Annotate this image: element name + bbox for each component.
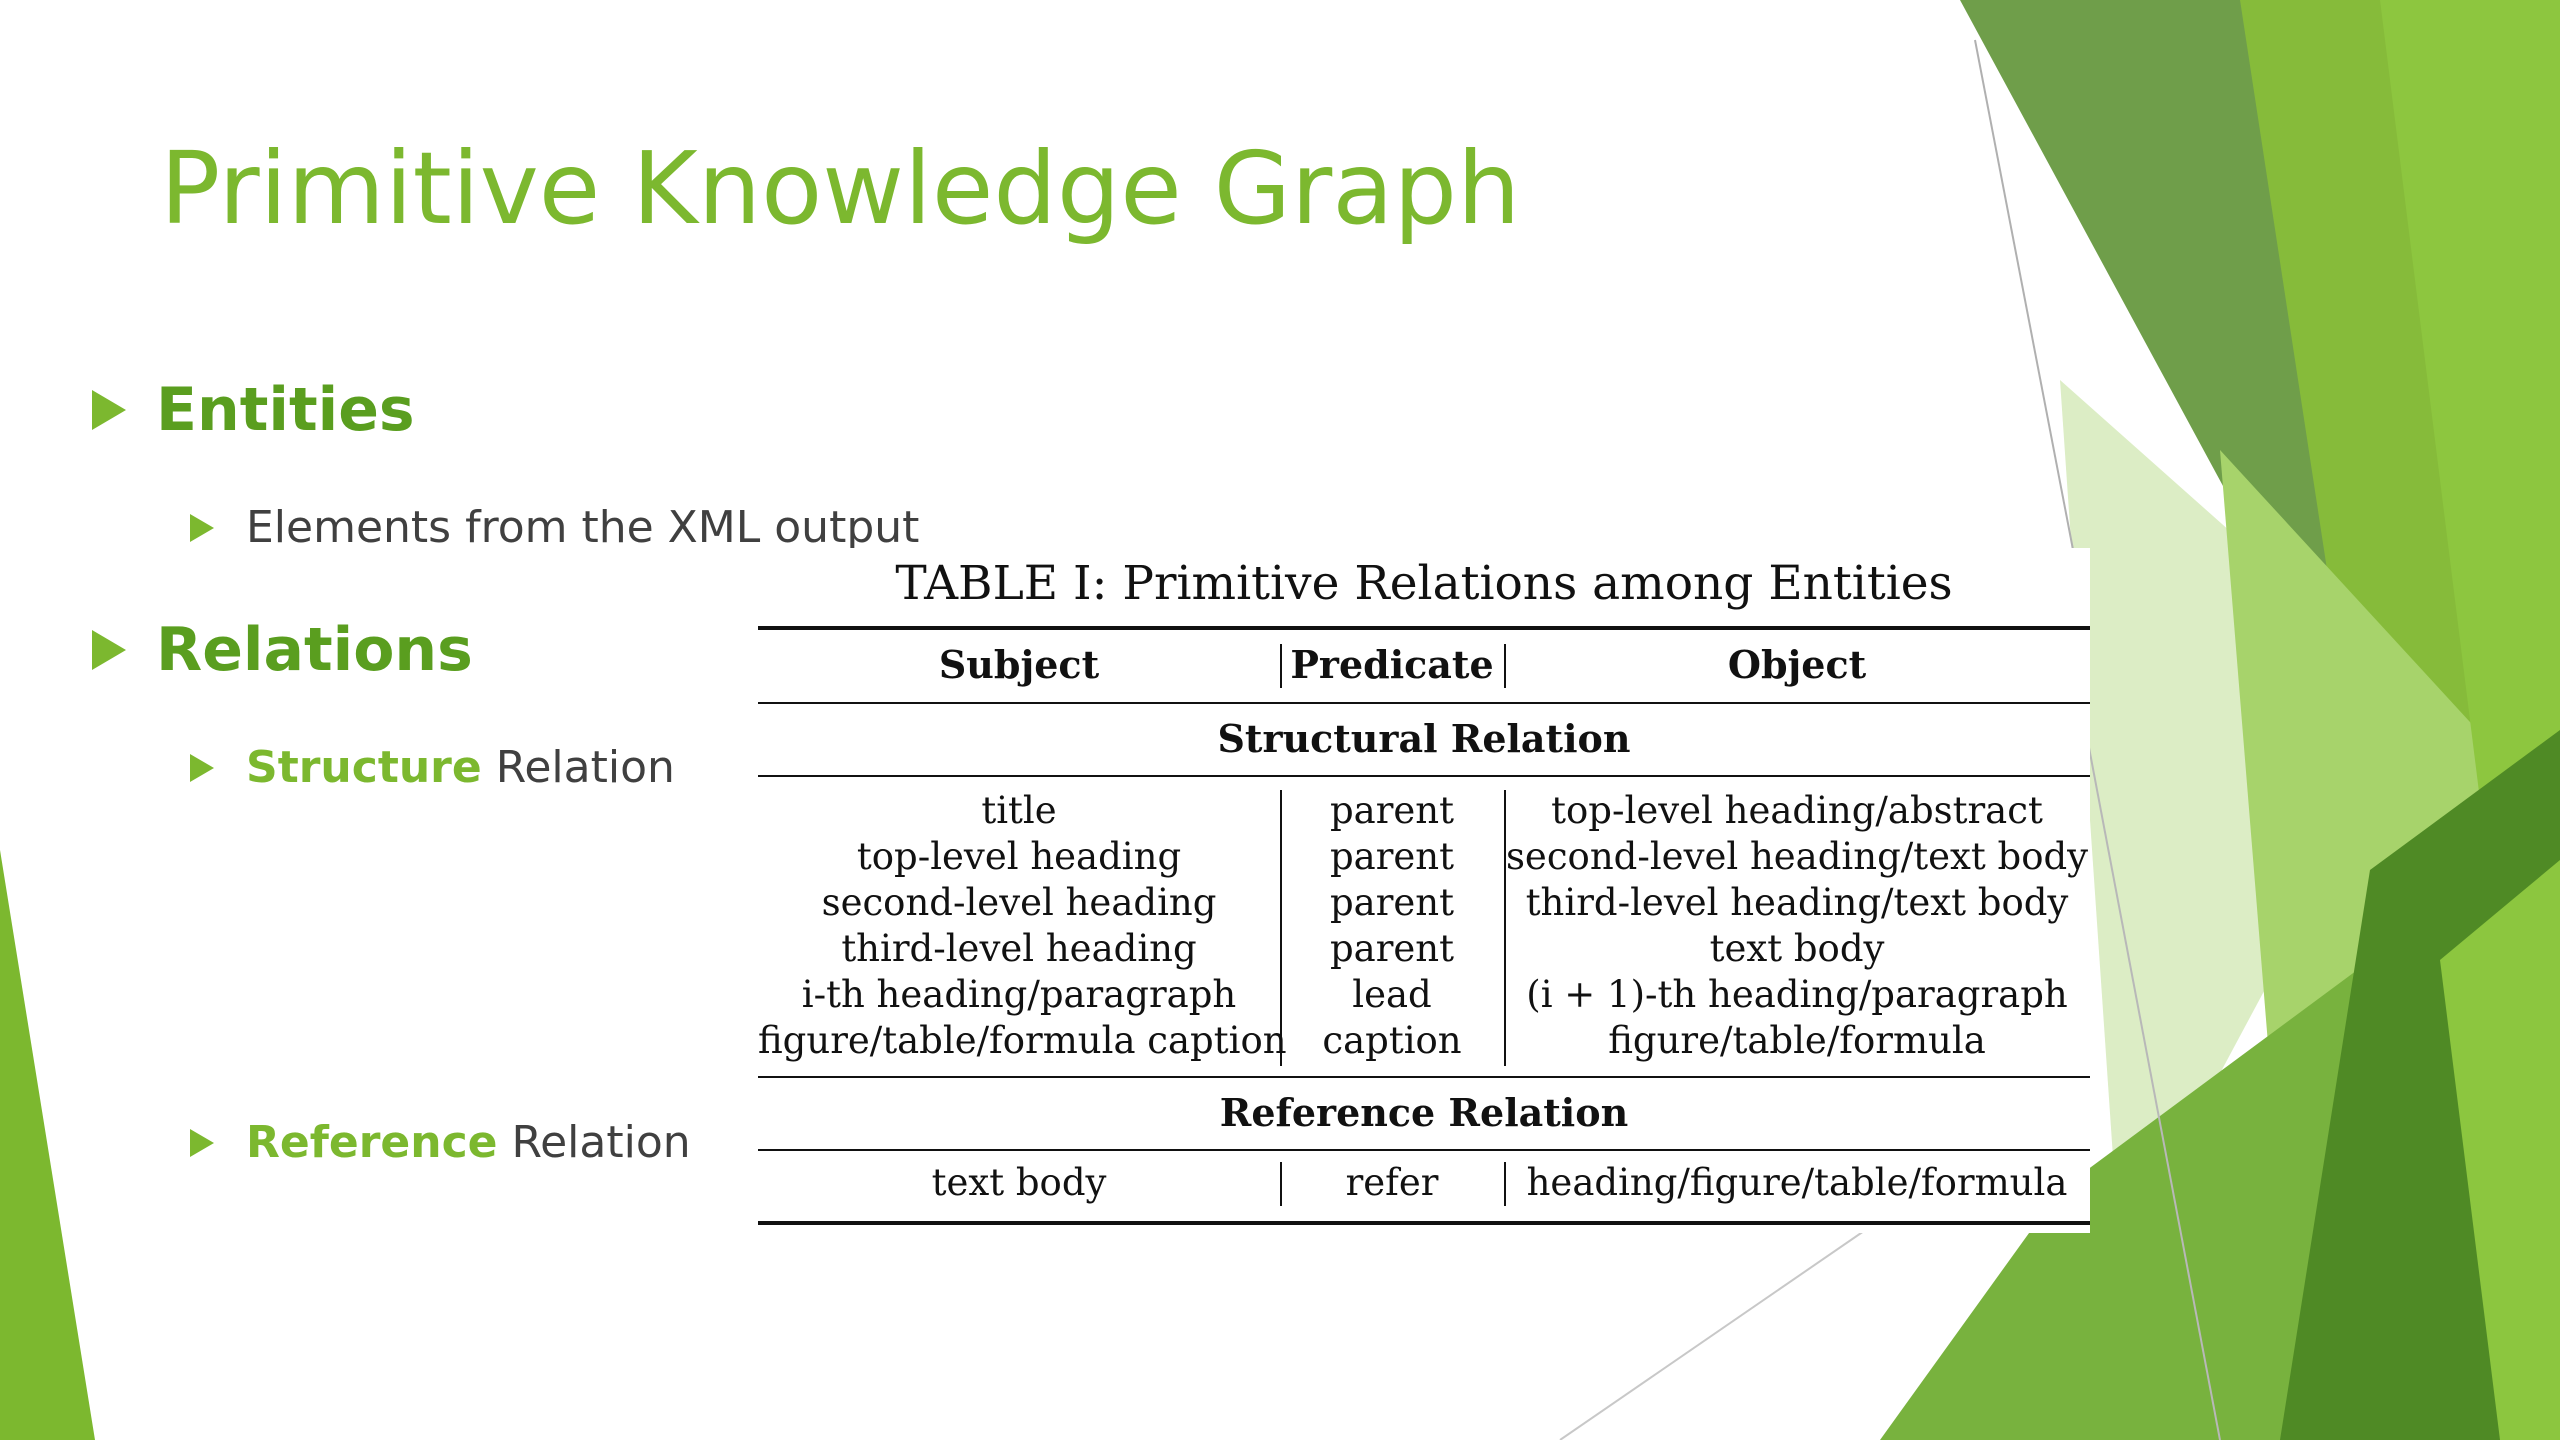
- cell-predicate: parent: [1329, 789, 1455, 832]
- table-row: top-level heading parent second-level he…: [758, 834, 2090, 880]
- bullet-entities: Entities: [92, 375, 415, 445]
- triangle-bullet-icon: [92, 630, 126, 670]
- table-row: third-level heading parent text body: [758, 926, 2090, 972]
- right-shape-pale: [2060, 380, 2420, 1260]
- structural-title-rule: [758, 775, 2090, 777]
- triangle-bullet-icon: [190, 513, 214, 542]
- structural-bottom-rule: [758, 1076, 2090, 1078]
- triangle-bullet-icon: [190, 753, 214, 782]
- table-caption: TABLE I: Primitive Relations among Entit…: [895, 556, 1953, 611]
- structural-divider-1: [1280, 790, 1282, 1066]
- header-object: Object: [1727, 642, 1867, 687]
- structural-divider-2: [1504, 790, 1506, 1066]
- header-predicate: Predicate: [1290, 642, 1494, 687]
- thin-line-1: [1974, 39, 2076, 561]
- cell-subject: third-level heading: [841, 927, 1197, 970]
- cell-subject: figure/table/formula caption: [758, 1019, 1287, 1062]
- header-subject: Subject: [938, 642, 1100, 687]
- cell-predicate: lead: [1352, 973, 1432, 1016]
- table-row: i-th heading/paragraph lead (i + 1)-th h…: [758, 972, 2090, 1018]
- cell-predicate: parent: [1329, 881, 1455, 924]
- reference-accent: Reference: [246, 1117, 498, 1168]
- bullet-entities-sub: Elements from the XML output: [190, 502, 919, 553]
- header-divider-1: [1280, 644, 1282, 688]
- cell-object: text body: [1709, 927, 1885, 970]
- cell-object: second-level heading/text body: [1505, 835, 2089, 878]
- table-row: figure/table/formula caption caption fig…: [758, 1018, 2090, 1064]
- table-row: title parent top-level heading/abstract: [758, 788, 2090, 834]
- reference-title-rule: [758, 1149, 2090, 1151]
- reference-divider-1: [1280, 1162, 1282, 1206]
- bullet-relations-label: Relations: [156, 615, 473, 685]
- structure-rest: Relation: [495, 742, 675, 793]
- cell-object: top-level heading/abstract: [1551, 789, 2043, 832]
- reference-divider-2: [1504, 1162, 1506, 1206]
- reference-rest: Relation: [511, 1117, 691, 1168]
- triangle-bullet-icon: [190, 1128, 214, 1157]
- table-bottom-rule: [758, 1221, 2090, 1225]
- bullet-entities-label: Entities: [156, 375, 415, 445]
- header-bottom-rule: [758, 702, 2090, 704]
- triangle-bullet-icon: [92, 390, 126, 430]
- cell-predicate: parent: [1329, 927, 1455, 970]
- cell-object: third-level heading/text body: [1525, 881, 2069, 924]
- cell-subject: i-th heading/paragraph: [801, 973, 1237, 1016]
- cell-predicate: parent: [1329, 835, 1455, 878]
- structure-accent: Structure: [246, 742, 482, 793]
- bullet-relations: Relations: [92, 615, 473, 685]
- cell-object: figure/table/formula: [1608, 1019, 1986, 1062]
- thin-line-3: [1559, 1219, 1881, 1440]
- section-structural-title: Structural Relation: [1217, 716, 1631, 761]
- table-row: second-level heading parent third-level …: [758, 880, 2090, 926]
- relations-table-figure: TABLE I: Primitive Relations among Entit…: [758, 548, 2090, 1233]
- cell-subject: top-level heading: [856, 835, 1182, 878]
- cell-subject: text body: [931, 1161, 1107, 1204]
- cell-object: heading/figure/table/formula: [1526, 1161, 2068, 1204]
- cell-subject: second-level heading: [821, 881, 1217, 924]
- cell-subject: title: [981, 789, 1057, 832]
- table-top-rule: [758, 626, 2090, 630]
- cell-predicate: caption: [1322, 1019, 1462, 1062]
- section-reference-title: Reference Relation: [1219, 1090, 1629, 1135]
- bullet-reference-relation: Reference Relation: [190, 1117, 691, 1168]
- bullet-entities-sub-label: Elements from the XML output: [246, 502, 920, 553]
- header-divider-2: [1504, 644, 1506, 688]
- left-green-wedge: [0, 850, 95, 1440]
- thin-line-2: [2079, 699, 2221, 1440]
- bullet-structure-relation: Structure Relation: [190, 742, 675, 793]
- table-row: text body refer heading/figure/table/for…: [758, 1160, 2090, 1206]
- slide-title: Primitive Knowledge Graph: [160, 130, 1521, 247]
- cell-object: (i + 1)-th heading/paragraph: [1526, 973, 2068, 1016]
- bottom-shape-3: [2440, 860, 2560, 1440]
- cell-predicate: refer: [1345, 1161, 1439, 1204]
